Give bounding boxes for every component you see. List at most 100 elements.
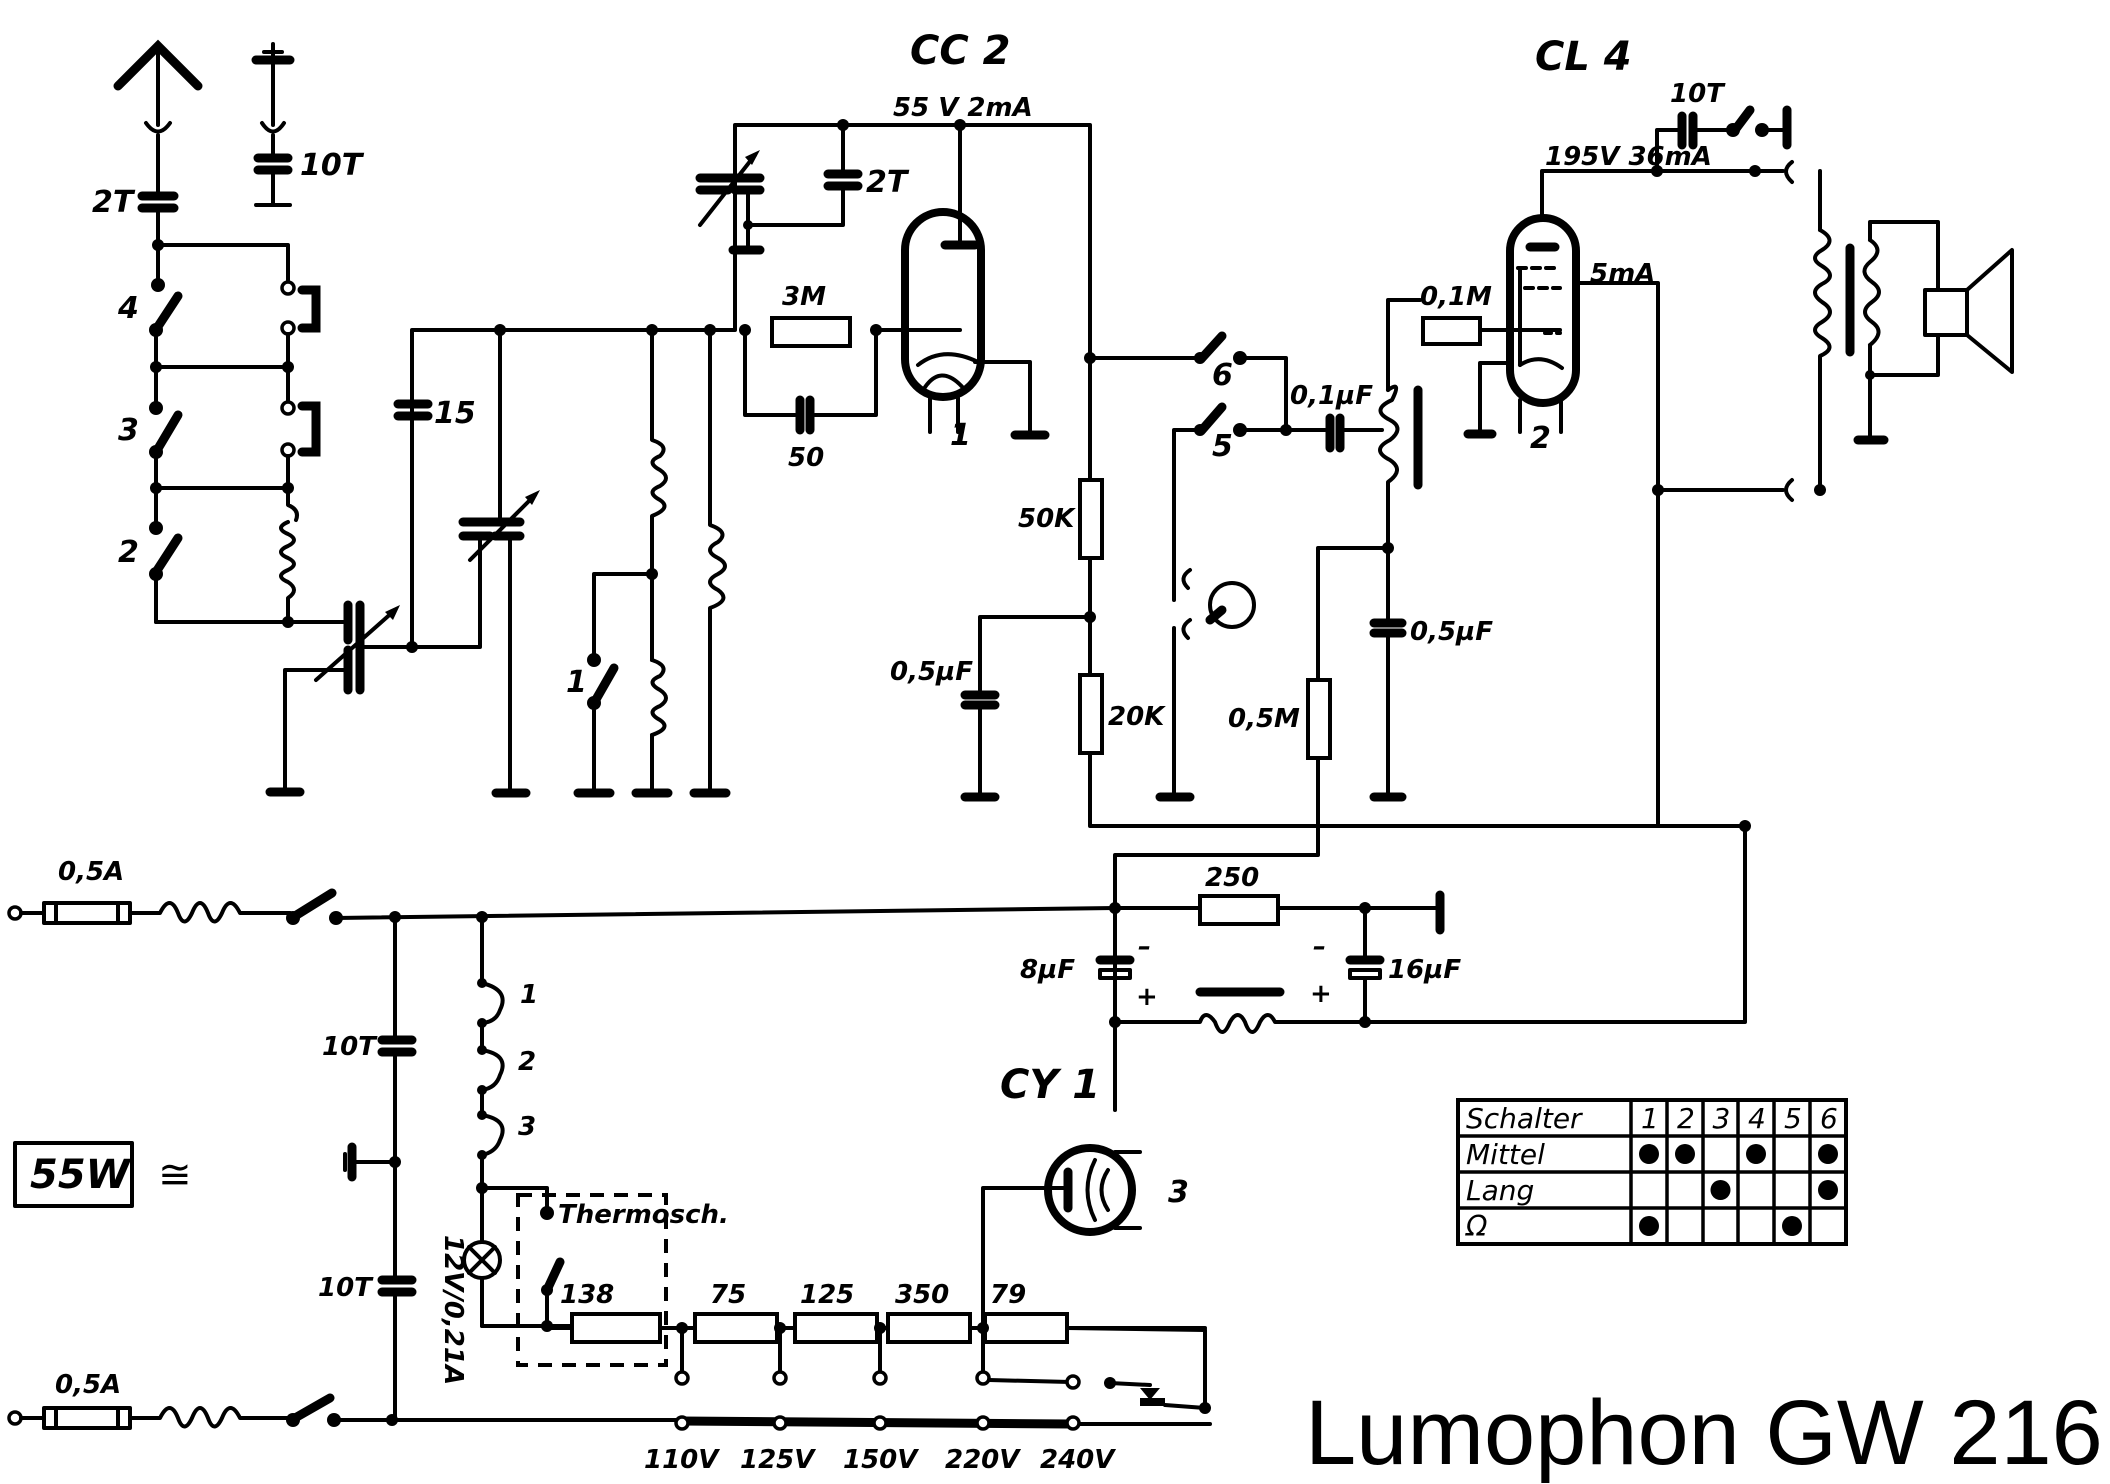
cathode-icon [1518, 357, 1564, 370]
tube-cc2: CC 2 55 V 2mA 1 3M 50 [739, 28, 1050, 473]
voltage-tap-label[interactable]: 220V [945, 1445, 1021, 1475]
voltage-tap-terminal [674, 1415, 690, 1431]
grid-leak-label: 3M [782, 282, 826, 312]
tube-cl4: CL 4 195V 36mA 5mA 2 [1463, 34, 1757, 828]
cl4-operating: 195V 36mA [1545, 142, 1712, 172]
heater-1-icon [480, 981, 505, 1025]
grid-cap-label: 50 [788, 443, 824, 473]
junction-dot [1199, 1402, 1211, 1414]
variable-coupling-capacitor [265, 600, 418, 797]
anode-resistor [1078, 478, 1104, 560]
series-resistor-label: 125 [800, 1280, 854, 1310]
earth-cap-label: 10T [300, 148, 365, 183]
table-header-switch: 1 [1641, 1102, 1659, 1135]
mains-switch-top-icon [290, 888, 337, 921]
antenna-socket-icon [144, 121, 172, 134]
cathode-icon [916, 352, 980, 367]
series-resistor-label: 350 [895, 1280, 949, 1310]
reaction-capacitor: 2T [695, 119, 1092, 357]
switch-2-icon [151, 533, 183, 577]
grid-resistor-label: 0,5M [1228, 704, 1300, 734]
power-rating: 55W [30, 1152, 132, 1198]
grid-resistor [1306, 678, 1332, 760]
reaction-trimmer-label: 2T [866, 165, 910, 200]
tap-terminal [872, 1370, 888, 1386]
switch-3-label: 3 [118, 413, 139, 448]
decoupling-resistor-label: 20K [1108, 702, 1166, 732]
switch-6-icon [1197, 331, 1227, 363]
table-row-label: Lang [1466, 1174, 1534, 1207]
tap-wire [1163, 1403, 1207, 1410]
mains-switch-bottom-icon [290, 1393, 335, 1423]
plus-sign: + [1310, 979, 1332, 1009]
series-wire [1065, 1326, 1207, 1410]
tap-wire [1108, 1381, 1152, 1387]
voltage-tap-label[interactable]: 150V [843, 1445, 919, 1475]
ac-dc-symbol: ≅ [158, 1152, 192, 1198]
cc2-operating: 55 V 2mA [893, 93, 1033, 123]
minus-sign: – [1138, 932, 1151, 962]
switch-5-label: 5 [1212, 429, 1233, 464]
cc2-name: CC 2 [910, 28, 1010, 74]
filter-resistor-label: 250 [1205, 863, 1259, 893]
mains-choke-bottom-icon [128, 1406, 292, 1429]
fuse-top-label: 0,5A [58, 857, 124, 887]
tone-switch-icon [1730, 105, 1755, 135]
thermo-label: Thermosch. [558, 1200, 729, 1230]
ext-speaker-socket-icon [1784, 478, 1794, 502]
speaker-magnet-icon [1923, 288, 1969, 337]
model-title: Lumophon GW 216 [1305, 1382, 2103, 1484]
grid-rail: 15 1 [393, 298, 737, 798]
reaction-coil-icon [708, 328, 727, 795]
triode-envelope-icon [901, 208, 985, 401]
mains-input: 0,5A 0,5A 55W ≅ 10T 10 [7, 857, 1212, 1430]
speaker-icon [1965, 248, 2014, 374]
switch-5-icon [1197, 402, 1227, 435]
filter-choke-icon [1113, 1013, 1367, 1034]
output-transformer-primary-icon [1813, 228, 1832, 492]
table-switch-on-dot [1639, 1144, 1659, 1164]
table-switch-on-dot [1818, 1180, 1838, 1200]
table-header-switch: 6 [1820, 1102, 1838, 1135]
voltage-tap-label[interactable]: 110V [644, 1445, 720, 1475]
coil-icon [279, 486, 299, 624]
tap-terminal [1065, 1374, 1081, 1390]
audio-switches: 6 5 0,1µF [1155, 331, 1384, 802]
fuse-bottom-label: 0,5A [55, 1370, 121, 1400]
switch-6-label: 6 [1212, 358, 1233, 393]
interstage-transformer: 0,5µF 0,5M 0,1M [1113, 282, 1562, 977]
tone-cap-label: 10T [1670, 79, 1726, 109]
anode-network: 50K 0,5µF 20K [890, 352, 1747, 828]
coupling-cap-label: 0,1µF [1290, 381, 1373, 411]
grid-stopper-label: 0,1M [1420, 282, 1492, 312]
series-resistor [570, 1312, 662, 1344]
table-switch-on-dot [1818, 1144, 1838, 1164]
series-resistor [793, 1312, 879, 1344]
voltage-selector [545, 1312, 1211, 1431]
voltage-tap-label[interactable]: 240V [1040, 1445, 1116, 1475]
ext-speaker-socket-icon [1784, 160, 1794, 184]
table-header-switch: 3 [1713, 1102, 1731, 1135]
band-switch-ladder: 4 3 2 [117, 239, 321, 628]
switch-4-label: 4 [117, 291, 139, 326]
heater-1-label: 1 [520, 980, 538, 1010]
table-header-label: Schalter [1466, 1102, 1583, 1135]
table-header-switch: 2 [1677, 1102, 1695, 1135]
earth-socket-icon [260, 121, 286, 134]
coupling-cap-15-label: 15 [434, 396, 476, 431]
cl4-name: CL 4 [1535, 34, 1632, 80]
series-resistor [983, 1312, 1069, 1344]
decoupling-resistor [1078, 673, 1104, 755]
mains-cap-bottom-label: 10T [318, 1273, 374, 1303]
voltage-tap-label[interactable]: 125V [740, 1445, 816, 1475]
oscillator-coil-icon [650, 328, 668, 737]
filter-resistor [1198, 894, 1280, 926]
heater-2-icon [480, 1048, 505, 1092]
series-resistor-label: 79 [990, 1280, 1026, 1310]
voltage-tap-terminal [772, 1415, 788, 1431]
decoupling-cap-label: 0,5µF [890, 657, 973, 687]
antenna-input: 2T [92, 39, 203, 247]
switch-1-label: 1 [566, 665, 587, 700]
table-switch-on-dot [1782, 1216, 1802, 1236]
